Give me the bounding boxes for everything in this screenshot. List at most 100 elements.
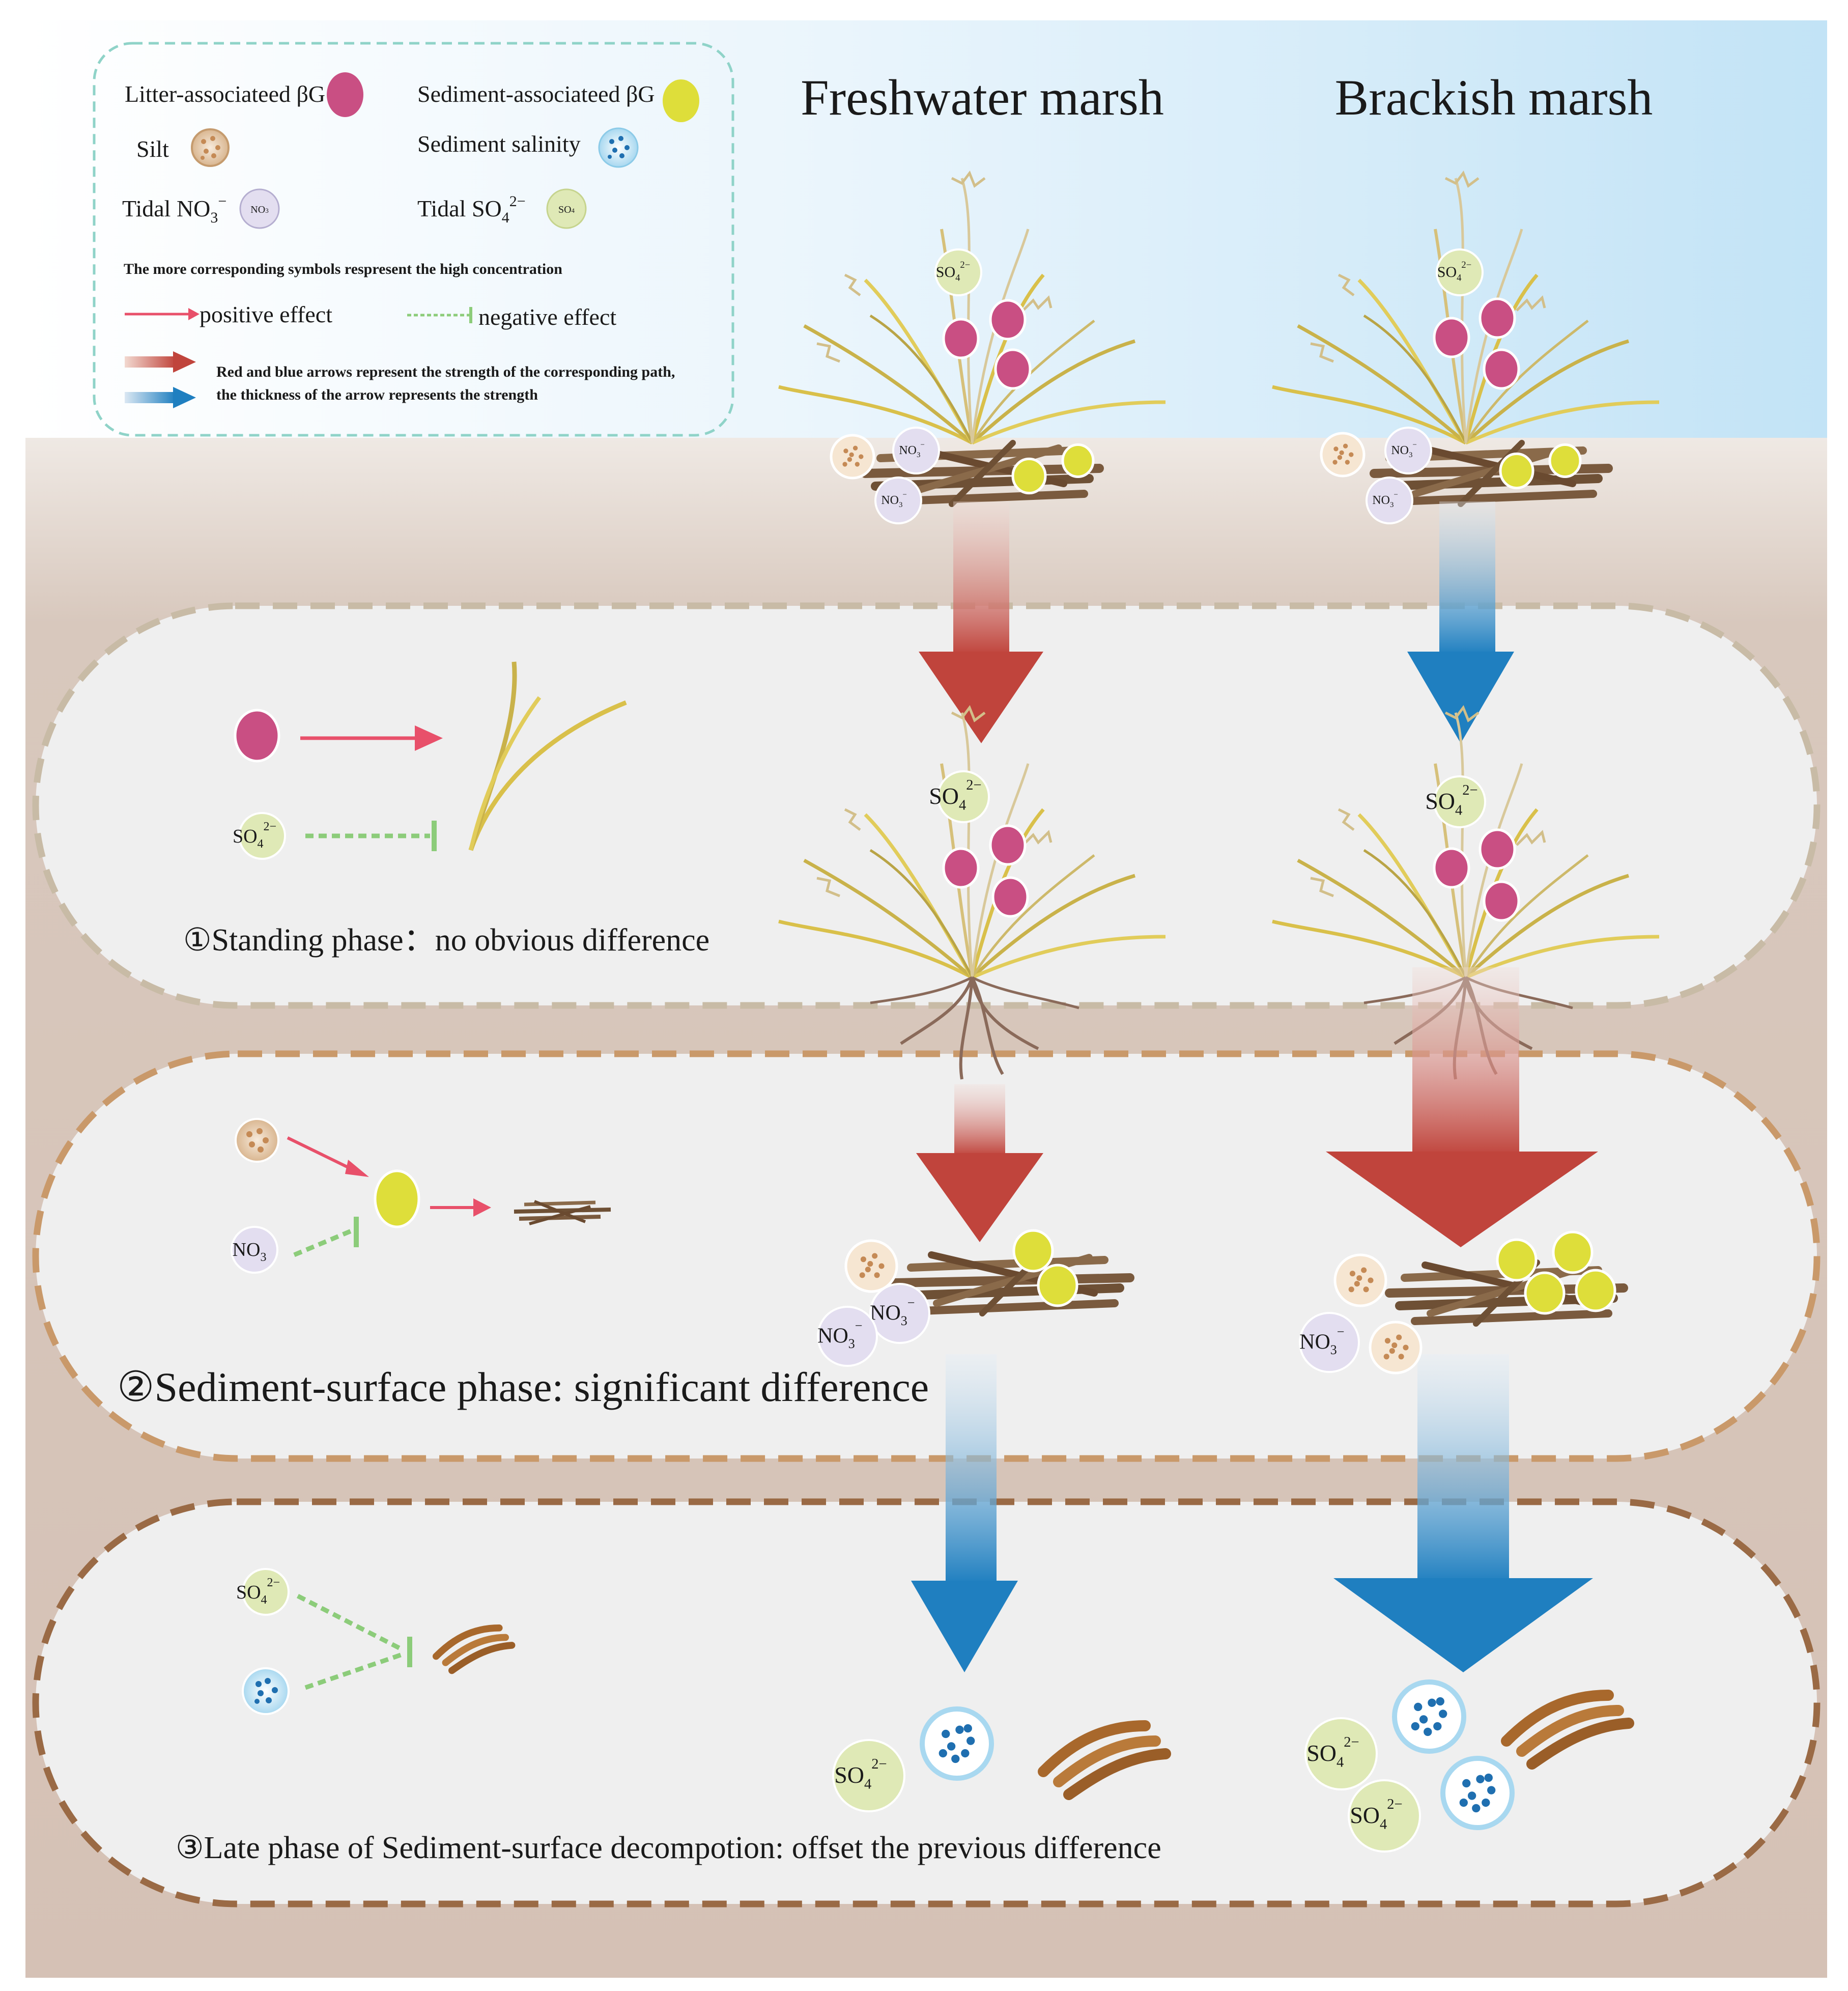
brackish-p2-sediment-bg-1 bbox=[1496, 1238, 1538, 1282]
sediment-bg-symbol bbox=[663, 79, 699, 122]
fresh-top-no3-1: NO3− bbox=[892, 427, 940, 474]
legend-positive-label: positive effect bbox=[200, 301, 332, 327]
so4-symbol: SO4 bbox=[546, 188, 587, 229]
fresh-arrow-2-shaft bbox=[954, 1084, 1005, 1156]
brackish-p1-litter-bg-2 bbox=[1433, 847, 1470, 889]
svg-text:SO4: SO4 bbox=[558, 204, 575, 215]
fresh-top-litter-bg-3 bbox=[994, 348, 1032, 390]
no3-symbol: NO3 bbox=[239, 188, 280, 229]
fresh-arrow-2-head bbox=[916, 1153, 1043, 1242]
p2-positive-arrow-1 bbox=[287, 1136, 352, 1170]
svg-text:SO42−: SO42− bbox=[236, 1576, 280, 1607]
fresh-arrow-3-shaft bbox=[946, 1354, 997, 1583]
p3-so4-symbol: SO42− bbox=[236, 1568, 290, 1616]
phase-1-label: ①Standing phase：no obvious difference bbox=[183, 923, 709, 958]
fresh-arrow-3-head bbox=[911, 1581, 1018, 1672]
brackish-p3-so4-2: SO42− bbox=[1348, 1779, 1421, 1853]
brackish-p3-salinity-1 bbox=[1392, 1679, 1466, 1754]
freshwater-title: Freshwater marsh bbox=[801, 69, 1164, 126]
brackish-title: Brackish marsh bbox=[1335, 69, 1653, 126]
legend: Litter-associateed βG Sediment-associate… bbox=[93, 42, 734, 437]
legend-blue-arrow bbox=[125, 387, 196, 408]
p2-litter-icon bbox=[514, 1200, 611, 1225]
brackish-top-sediment-bg-1 bbox=[1499, 452, 1534, 490]
brackish-top-silt bbox=[1320, 432, 1366, 478]
fresh-p2-sediment-bg-1 bbox=[1012, 1229, 1054, 1273]
brackish-p2-sediment-bg-2 bbox=[1552, 1230, 1594, 1274]
salinity-symbol bbox=[598, 127, 639, 168]
legend-salinity-label: Sediment salinity bbox=[417, 131, 581, 157]
fresh-top-sediment-bg-2 bbox=[1061, 443, 1095, 478]
brackish-p3-so4-1: SO42− bbox=[1304, 1717, 1378, 1790]
p2-silt-symbol bbox=[235, 1118, 279, 1163]
svg-text:SO42−: SO42− bbox=[1350, 1797, 1402, 1832]
svg-text:NO3: NO3 bbox=[250, 204, 268, 215]
svg-text:SO42−: SO42− bbox=[1437, 260, 1471, 284]
svg-text:NO3−: NO3− bbox=[817, 1318, 862, 1351]
brackish-p2-no3: NO3− bbox=[1299, 1312, 1360, 1373]
svg-text:NO3−: NO3− bbox=[881, 491, 907, 509]
brackish-top-no3-1: NO3− bbox=[1384, 427, 1432, 474]
fresh-arrow-1-shaft bbox=[953, 501, 1009, 654]
p3-salinity-symbol bbox=[242, 1667, 290, 1715]
brackish-p1-litter-bg-3 bbox=[1483, 880, 1520, 922]
legend-litter-bg-label: Litter-associateed βG bbox=[125, 81, 325, 107]
brackish-p2-silt bbox=[1333, 1253, 1387, 1307]
legend-sediment-bg-label: Sediment-associateed βG bbox=[417, 81, 655, 107]
fresh-arrow-1-head bbox=[919, 652, 1043, 743]
brackish-p2-sediment-bg-3 bbox=[1524, 1271, 1566, 1315]
p1-so4-symbol: SO42− bbox=[233, 812, 286, 860]
svg-text:NO3−: NO3− bbox=[1372, 491, 1398, 509]
fresh-top-sediment-bg-1 bbox=[1011, 457, 1047, 495]
brackish-top-no3-2: NO3− bbox=[1366, 476, 1413, 524]
litter-bg-symbol bbox=[327, 72, 363, 117]
p2-sediment-bg-symbol bbox=[374, 1169, 420, 1228]
legend-red-arrow bbox=[125, 351, 196, 373]
brackish-p2-sediment-bg-4 bbox=[1575, 1269, 1616, 1312]
fresh-p1-litter-bg-1 bbox=[989, 824, 1027, 866]
phase-2-label: ②Sediment-surface phase: significant dif… bbox=[117, 1364, 929, 1410]
fresh-top-silt bbox=[830, 434, 875, 480]
brackish-arrow-1-shaft bbox=[1439, 501, 1495, 654]
legend-arrow-note-2: the thickness of the arrow represents th… bbox=[216, 386, 538, 403]
brackish-arrow-3-shaft bbox=[1417, 1354, 1509, 1583]
svg-text:SO42−: SO42− bbox=[1425, 782, 1477, 818]
brackish-arrow-1-head bbox=[1407, 652, 1514, 743]
fresh-p3-so4: SO42− bbox=[832, 1739, 905, 1812]
legend-negative-label: negative effect bbox=[478, 304, 616, 330]
fresh-p1-so4: SO42− bbox=[929, 770, 990, 823]
p3-negative-line-2 bbox=[304, 1652, 403, 1690]
fresh-top-so4: SO42− bbox=[934, 248, 982, 296]
fresh-top-litter-bg-1 bbox=[989, 299, 1027, 341]
brackish-top-sediment-bg-2 bbox=[1548, 443, 1582, 478]
svg-text:NO3−: NO3− bbox=[1299, 1324, 1344, 1357]
brackish-top-litter-bg-3 bbox=[1483, 348, 1520, 390]
marsh-symbols: SO42−NO3−NO3−SO42−NO3−NO3−SO42−SO42−NO3−… bbox=[817, 248, 1616, 1853]
brackish-top-so4: SO42− bbox=[1436, 248, 1484, 296]
fresh-top-litter-bg-2 bbox=[942, 318, 980, 359]
brackish-arrow-2-head bbox=[1326, 1152, 1598, 1247]
brackish-arrow-2-shaft bbox=[1412, 967, 1519, 1156]
svg-text:NO3−: NO3− bbox=[1391, 441, 1417, 459]
fresh-p2-no3-1: NO3− bbox=[869, 1283, 930, 1344]
p2-no3-symbol: NO3 bbox=[231, 1226, 278, 1274]
fresh-p2-silt bbox=[844, 1239, 898, 1293]
svg-text:SO42−: SO42− bbox=[834, 1756, 887, 1792]
fresh-p2-sediment-bg-2 bbox=[1037, 1264, 1078, 1307]
svg-text:SO42−: SO42− bbox=[233, 820, 276, 851]
svg-text:NO3−: NO3− bbox=[899, 441, 925, 459]
fresh-top-no3-2: NO3− bbox=[874, 476, 922, 524]
brackish-arrow-3-head bbox=[1333, 1578, 1593, 1672]
brackish-p2-silt-2 bbox=[1369, 1321, 1423, 1375]
brackish-p1-litter-bg-1 bbox=[1479, 828, 1516, 870]
legend-frame bbox=[93, 42, 734, 437]
silt-symbol bbox=[191, 128, 230, 167]
brackish-top-litter-bg-1 bbox=[1479, 297, 1516, 339]
fresh-p3-salinity bbox=[920, 1706, 994, 1781]
svg-text:NO3−: NO3− bbox=[870, 1295, 915, 1328]
brackish-p1-so4: SO42− bbox=[1425, 775, 1486, 828]
svg-text:SO42−: SO42− bbox=[1306, 1734, 1359, 1770]
legend-tidal-so4-label: Tidal SO42− bbox=[417, 193, 526, 226]
fresh-p2-no3-2: NO3− bbox=[817, 1306, 878, 1367]
fresh-p1-litter-bg-3 bbox=[991, 876, 1029, 918]
